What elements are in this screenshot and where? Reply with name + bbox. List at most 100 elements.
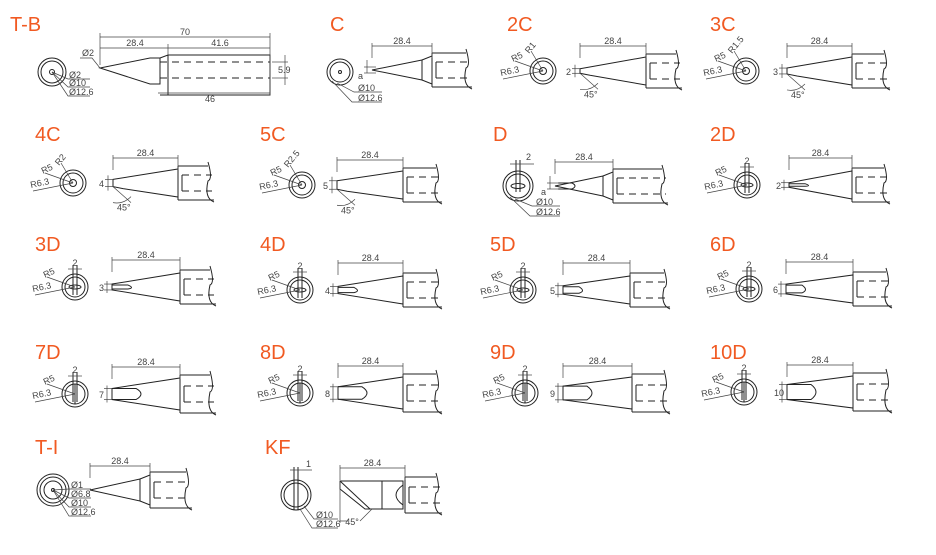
tip-title: T-I (35, 437, 58, 459)
shank (851, 163, 891, 205)
body-length-label: 41.6 (211, 38, 229, 48)
flat-face (789, 183, 809, 187)
side-view: a28.4 (541, 152, 669, 206)
tip-title: 9D (490, 342, 516, 364)
radius-r63-label: R6.3 (700, 385, 721, 399)
length-label: 28.4 (604, 36, 622, 46)
shank (402, 268, 443, 310)
diameter-label: Ø10 (358, 83, 375, 93)
tip-diameter-label: Ø2 (82, 48, 94, 58)
tip-width-label: 2 (776, 181, 781, 191)
tip-profile: 245° (566, 56, 647, 99)
inner-circle (532, 60, 554, 82)
length-label: 28.4 (111, 456, 129, 466)
shank-break-line (184, 467, 193, 511)
side-view: 4 45° 28.4 (99, 148, 215, 213)
inner-circle (64, 276, 86, 298)
length-dimension: 28.4 (339, 458, 406, 480)
shank (404, 472, 443, 516)
flat-width-label: 2 (522, 364, 527, 374)
tip-width-label: 4 (99, 179, 104, 189)
radius-r5-label: R5 (269, 164, 284, 178)
tip-profile (89, 474, 151, 506)
bore-diameter-label: 5.9 (278, 65, 291, 75)
radius-r5-label: R5 (714, 164, 729, 178)
length-label: 28.4 (362, 253, 380, 263)
tip-profile: 345° (773, 56, 853, 100)
shank (431, 48, 473, 90)
shank-break-line (434, 163, 443, 205)
flat-width-label: 2 (297, 261, 302, 271)
tip-profile: 8 (325, 376, 404, 410)
tip-width-label: 2 (566, 67, 571, 77)
tip-title: 2C (507, 14, 533, 36)
radius-r63-label: R6.3 (499, 64, 520, 78)
length-label: 28.4 (589, 356, 607, 366)
length-dimension: 28.4 (371, 36, 433, 58)
inner-circle (291, 174, 313, 196)
tip-title: 4D (260, 234, 286, 256)
shank-break-line (206, 161, 215, 203)
tip-face-circle (539, 67, 547, 75)
tip-title: 8D (260, 342, 286, 364)
tip-profile: 45° (339, 480, 404, 527)
shank (402, 163, 443, 205)
tip-title: C (330, 14, 344, 36)
radius-r5-label: R5 (40, 162, 55, 176)
flat-width-label: 2 (520, 261, 525, 271)
length-label: 28.4 (137, 148, 155, 158)
tip-width-label: 6 (773, 285, 778, 295)
bevel-angle-label: 45° (117, 203, 131, 213)
shank (612, 164, 669, 206)
outer-circle (280, 479, 312, 511)
diameter-label: Ø1 (71, 480, 83, 490)
shank-break-line (434, 268, 443, 310)
outer-circle (286, 276, 314, 304)
radius-r5-label: R5 (492, 372, 507, 386)
length-label: 28.4 (137, 250, 155, 260)
radius-r63-label: R6.3 (31, 387, 52, 401)
bevel-edge (339, 480, 371, 510)
length-label: 28.4 (361, 150, 379, 160)
tip-face-circle (69, 179, 77, 187)
knife-angle-label: 45° (345, 517, 359, 527)
side-view: 928.4 (550, 356, 671, 415)
shank-break-line (464, 48, 473, 90)
length-dimension: 28.4 (337, 253, 404, 275)
radius-r5-label: R5 (490, 269, 505, 283)
tip-profile: 545° (323, 170, 404, 215)
length-dimension: 28.4 (788, 148, 853, 170)
diameter-label: Ø12.6 (536, 207, 561, 217)
radius-r5-label: R5 (716, 268, 731, 282)
shank-break-line (884, 368, 893, 414)
diameter-label: Ø10 (71, 498, 88, 508)
tip-face-circle (742, 67, 750, 75)
tip-title: 5C (260, 124, 286, 146)
shank-break-line (434, 369, 443, 415)
outer-circle (730, 378, 758, 406)
length-label: 28.4 (575, 152, 593, 162)
flat-face (563, 385, 593, 401)
tip-title: 4C (35, 124, 61, 146)
tip-width-label: 3 (99, 283, 104, 293)
tip-profile: 5 (550, 275, 631, 305)
flat-face (338, 386, 368, 400)
diameter-label: Ø12.6 (316, 519, 341, 529)
flat-width-label: 2 (741, 363, 746, 373)
side-view: 45° 28.4 (339, 458, 443, 527)
tip-radius-label: R2 (53, 152, 68, 167)
outer-circle (732, 57, 760, 85)
